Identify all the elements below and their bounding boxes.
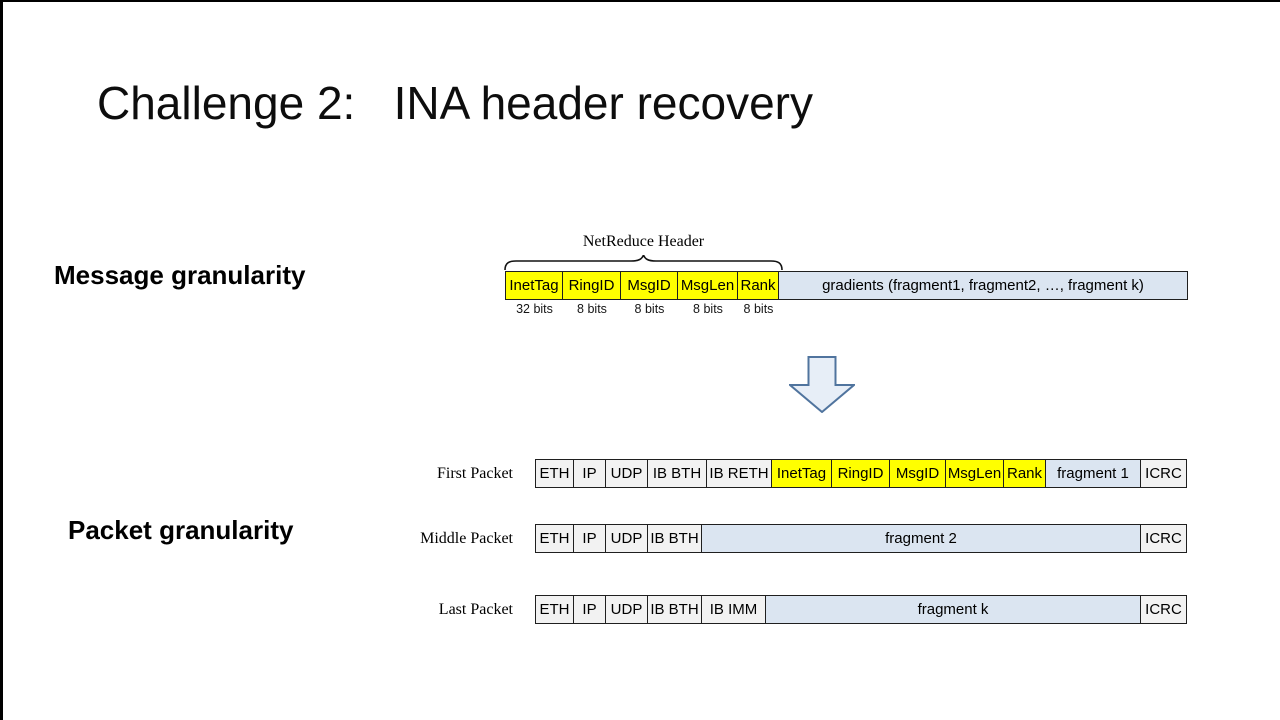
- bits-label: 8 bits: [693, 302, 723, 316]
- field-box-inettag: InetTag: [506, 272, 563, 299]
- field-box-msglen: MsgLen: [946, 460, 1004, 487]
- field-box-ringid: RingID: [832, 460, 890, 487]
- field-box-ib-reth: IB RETH: [707, 460, 772, 487]
- netreduce-header-label: NetReduce Header: [582, 233, 705, 250]
- field-box-ip: IP: [574, 460, 606, 487]
- bits-label: 8 bits: [634, 302, 665, 316]
- field-box-inettag: InetTag: [772, 460, 832, 487]
- field-box-eth: ETH: [536, 460, 574, 487]
- bits-label: 8 bits: [577, 302, 607, 316]
- field-box-ip: IP: [574, 525, 606, 552]
- bits-label: [779, 302, 1187, 316]
- field-box-icrc: ICRC: [1141, 525, 1186, 552]
- field-box-udp: UDP: [606, 596, 648, 623]
- field-box-rank: Rank: [1004, 460, 1046, 487]
- field-box-rank: Rank: [738, 272, 779, 299]
- left-edge-bar: [0, 0, 3, 720]
- field-box-eth: ETH: [536, 525, 574, 552]
- field-box-eth: ETH: [536, 596, 574, 623]
- field-box-msglen: MsgLen: [678, 272, 738, 299]
- field-box-ib-bth: IB BTH: [648, 525, 702, 552]
- field-box-msgid: MsgID: [890, 460, 946, 487]
- field-box-udp: UDP: [606, 460, 648, 487]
- top-edge-line: [0, 0, 1280, 2]
- field-box-gradients-fragment1-fragment2-fragment-k: gradients (fragment1, fragment2, …, frag…: [779, 272, 1187, 299]
- field-box-fragment-1: fragment 1: [1046, 460, 1141, 487]
- field-box-msgid: MsgID: [621, 272, 678, 299]
- field-box-icrc: ICRC: [1141, 596, 1186, 623]
- packet-granularity-label: Packet granularity: [68, 515, 294, 545]
- field-box-ringid: RingID: [563, 272, 621, 299]
- field-box-fragment-k: fragment k: [766, 596, 1141, 623]
- packet-row-label: Last Packet: [438, 600, 513, 618]
- field-box-ip: IP: [574, 596, 606, 623]
- field-box-ib-imm: IB IMM: [702, 596, 766, 623]
- bits-row: 32 bits 8 bits 8 bits 8 bits 8 bits: [505, 302, 1188, 316]
- bits-label: 32 bits: [516, 302, 553, 316]
- packet-row-label: Middle Packet: [420, 529, 513, 547]
- field-box-ib-bth: IB BTH: [648, 460, 707, 487]
- field-box-icrc: ICRC: [1141, 460, 1186, 487]
- down-block-arrow-icon: [789, 356, 855, 413]
- message-granularity-label: Message granularity: [54, 260, 306, 290]
- field-box-fragment-2: fragment 2: [702, 525, 1141, 552]
- field-box-udp: UDP: [606, 525, 648, 552]
- slide-title: Challenge 2: INA header recovery: [97, 77, 813, 129]
- field-box-ib-bth: IB BTH: [648, 596, 702, 623]
- packet-row-label: First Packet: [437, 464, 513, 482]
- bits-label: 8 bits: [743, 302, 774, 316]
- overbrace: [504, 255, 783, 271]
